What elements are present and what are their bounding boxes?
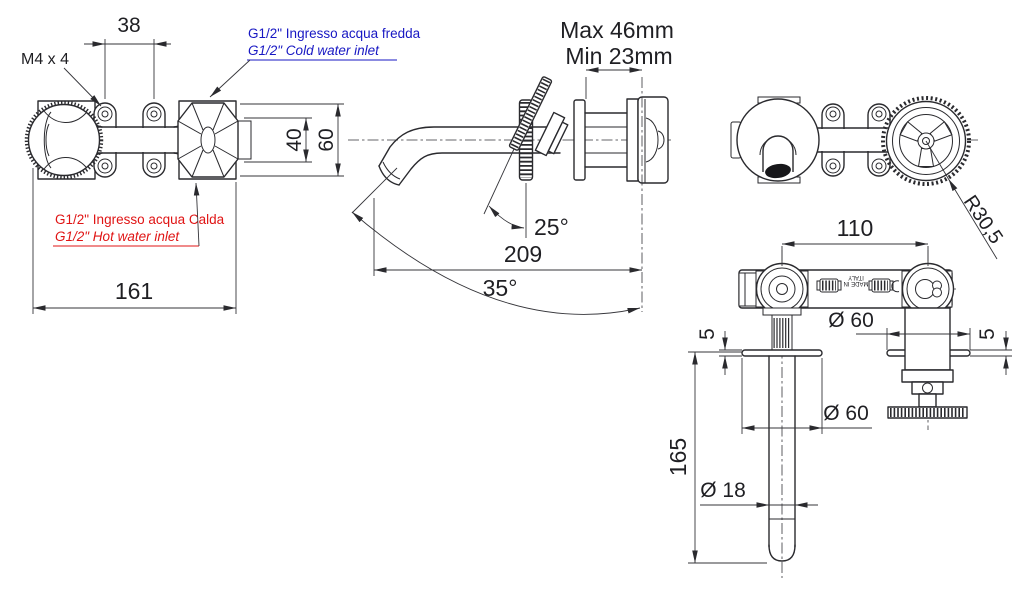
dim-110: 110 bbox=[837, 215, 874, 241]
dim-5-right: 5 bbox=[976, 328, 999, 340]
plan-view-drawing: MADE IN ITALY bbox=[738, 250, 971, 578]
angle-35-label: 35° bbox=[483, 275, 518, 301]
spout-section bbox=[741, 307, 823, 562]
dim-60: 60 bbox=[315, 128, 338, 151]
side-view-drawing bbox=[348, 76, 672, 186]
side-view-dimensions: Max 46mm Min 23mm 25° 209 35° bbox=[351, 17, 674, 315]
lever-handle bbox=[508, 76, 553, 151]
plan-view-dimensions: 110 5 165 Ø 60 Ø 18 Ø 60 5 bbox=[665, 215, 1012, 564]
spout-body-circle bbox=[736, 98, 820, 182]
right-handle-knob bbox=[177, 100, 252, 180]
dim-161: 161 bbox=[115, 278, 153, 304]
dim-209: 209 bbox=[504, 241, 542, 267]
dia-60-left: Ø 60 bbox=[823, 402, 869, 425]
max-depth-label: Max 46mm bbox=[560, 17, 674, 43]
front-view-drawing bbox=[24, 100, 252, 180]
dia-18: Ø 18 bbox=[700, 479, 746, 502]
cold-water-label-it: G1/2" Ingresso acqua fredda bbox=[248, 26, 421, 41]
coupler-left bbox=[816, 278, 842, 293]
svg-text:ITALY: ITALY bbox=[848, 274, 864, 280]
dia-60-right: Ø 60 bbox=[828, 309, 874, 332]
valve-section bbox=[886, 307, 971, 419]
min-depth-label: Min 23mm bbox=[565, 43, 672, 69]
front-view-dimensions: 38 M4 x 4 G1/2" Ingresso acqua fredda G1… bbox=[21, 14, 421, 314]
hot-water-label-it: G1/2" Ingresso acqua Calda bbox=[55, 212, 225, 227]
mounting-screws bbox=[97, 106, 162, 174]
radius-label: R30,5 bbox=[959, 191, 1007, 248]
dim-40: 40 bbox=[283, 128, 306, 151]
hot-water-label-en: G1/2" Hot water inlet bbox=[55, 229, 180, 244]
dim-38: 38 bbox=[117, 14, 140, 37]
dim-165: 165 bbox=[665, 438, 691, 476]
left-handle-knob bbox=[24, 100, 104, 180]
coupler-right bbox=[868, 278, 894, 293]
made-in-italy-text: MADE IN ITALY bbox=[843, 274, 868, 286]
back-mounting-screws bbox=[825, 106, 887, 174]
dim-5-left: 5 bbox=[696, 328, 719, 340]
back-view-drawing: R30,5 bbox=[730, 96, 1007, 260]
cold-water-label-en: G1/2" Cold water inlet bbox=[248, 43, 380, 58]
svg-text:MADE IN: MADE IN bbox=[843, 280, 868, 286]
angle-25-label: 25° bbox=[534, 214, 569, 240]
m4-label: M4 x 4 bbox=[21, 51, 69, 68]
